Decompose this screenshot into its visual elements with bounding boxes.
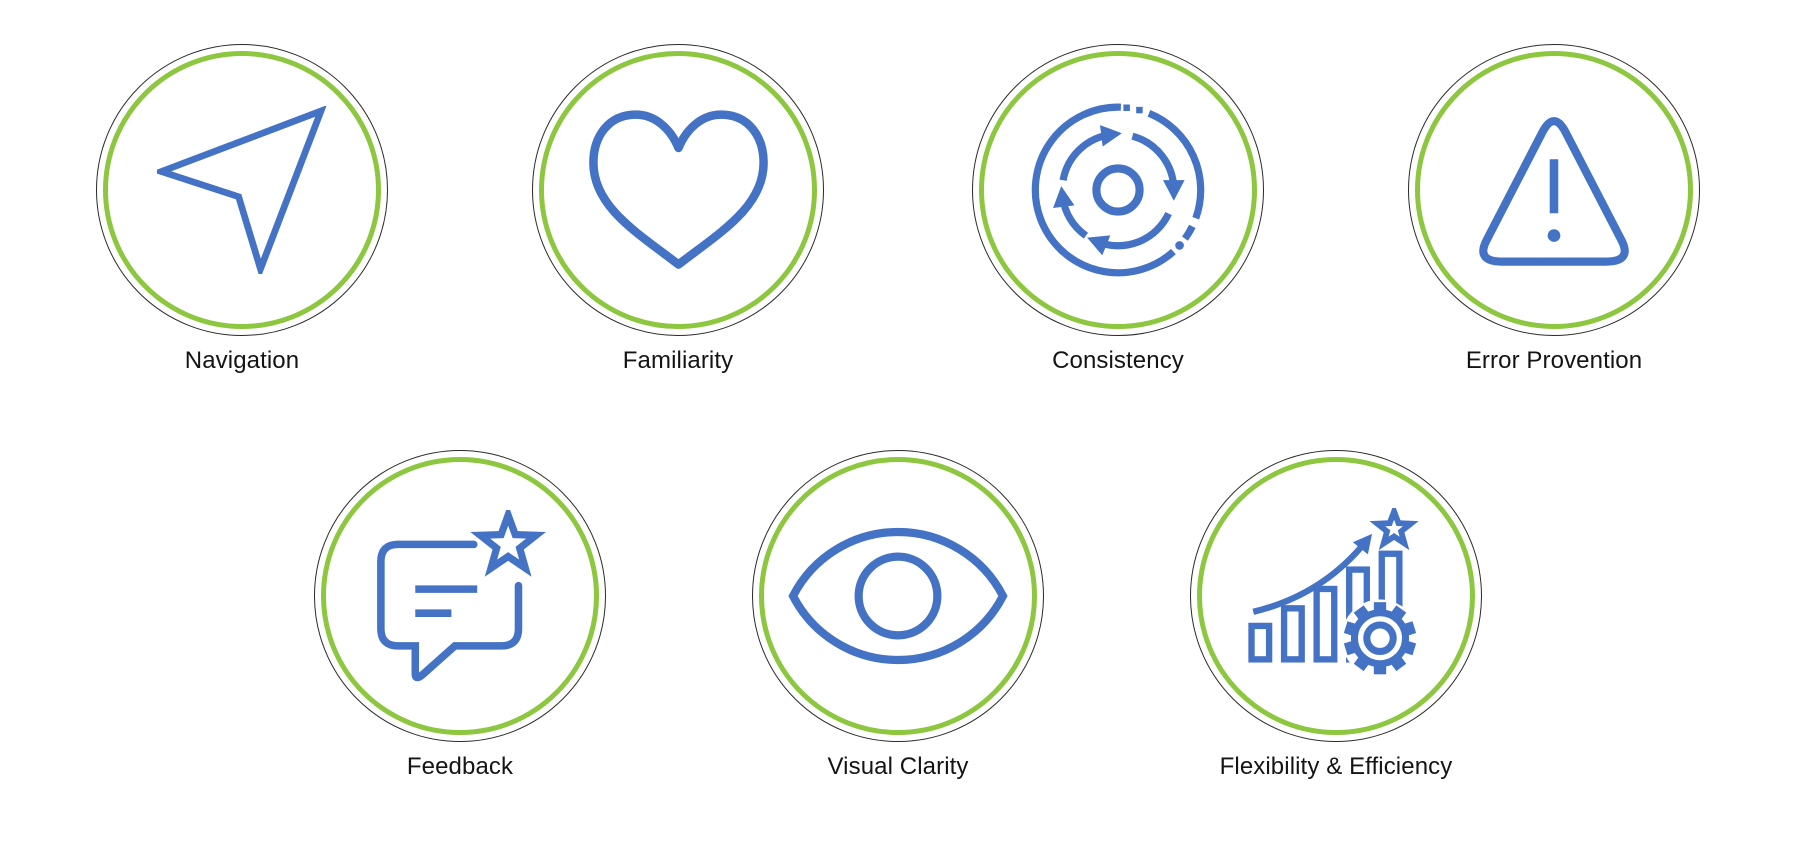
principle-label: Visual Clarity (827, 753, 969, 780)
badge-circle (1190, 450, 1482, 742)
badge-familiarity: Familiarity (528, 44, 828, 375)
badge-flexibility-efficiency: Flexibility & Efficiency (1186, 450, 1486, 781)
principle-label: Familiarity (622, 347, 734, 374)
heart-icon (588, 109, 768, 269)
badge-circle (96, 44, 388, 336)
badge-navigation: Navigation (92, 44, 392, 375)
chat-bubble-star-icon (377, 510, 547, 682)
eye-icon (788, 527, 1008, 665)
principle-label: Flexibility & Efficiency (1219, 753, 1453, 780)
badge-visual-clarity: Visual Clarity (748, 450, 1048, 781)
badge-circle (1408, 44, 1700, 336)
navigation-arrow-icon (157, 106, 327, 274)
badge-feedback: Feedback (310, 450, 610, 781)
principle-label: Feedback (406, 753, 514, 780)
badge-circle (532, 44, 824, 336)
badge-circle (972, 44, 1264, 336)
badge-circle (314, 450, 606, 742)
badge-circle (752, 450, 1044, 742)
badge-error-provention: Error Provention (1404, 44, 1704, 375)
gear-icon (1341, 599, 1419, 677)
warning-triangle-icon (1479, 117, 1629, 266)
growth-chart-gear-icon (1248, 508, 1419, 677)
principle-label: Consistency (1052, 347, 1184, 374)
principle-label: Error Provention (1465, 347, 1643, 374)
cycle-arrows-icon (1031, 103, 1205, 277)
principle-label: Navigation (184, 347, 300, 374)
badge-consistency: Consistency (968, 44, 1268, 375)
